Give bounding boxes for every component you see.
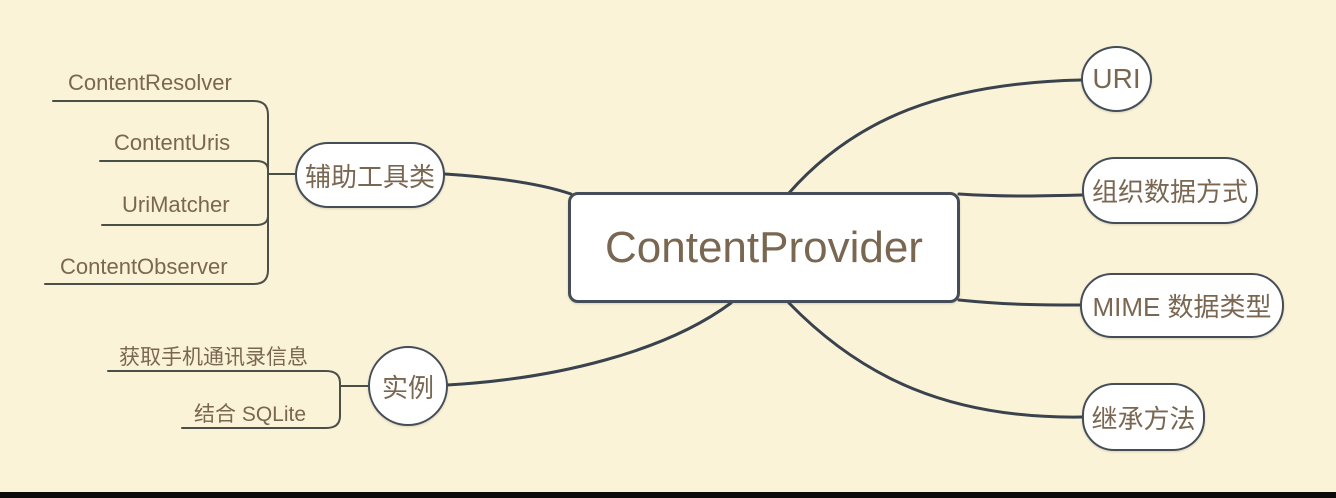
leaf-with-sqlite[interactable]: 结合 SQLite [194, 403, 307, 426]
branch-root-to-inherit [787, 301, 1084, 419]
twig-sqlite [181, 385, 341, 429]
branch-root-to-org [957, 192, 1084, 198]
twig-contenturis [99, 160, 269, 175]
branch-example-to-root [445, 301, 733, 387]
node-mime-type-label: MIME 数据类型 [1092, 292, 1272, 322]
twig-contentresolver [52, 100, 269, 175]
node-example[interactable]: 实例 [368, 346, 448, 426]
node-uri[interactable]: URI [1081, 46, 1152, 112]
node-example-label: 实例 [381, 372, 434, 403]
node-inherit-methods-label: 继承方法 [1091, 403, 1196, 434]
bottom-edge-bar [0, 492, 1336, 498]
twig-contacts [107, 370, 341, 387]
leaf-get-contacts[interactable]: 获取手机通讯录信息 [119, 346, 308, 369]
twig-contentobserver [44, 173, 269, 285]
node-helper-tools[interactable]: 辅助工具类 [295, 142, 445, 208]
leaf-contentresolver[interactable]: ContentResolver [68, 70, 232, 95]
node-helper-tools-label: 辅助工具类 [304, 161, 435, 192]
branch-root-to-uri [787, 78, 1083, 195]
node-organize-data-label: 组织数据方式 [1091, 177, 1248, 207]
branch-helper-to-root [443, 172, 573, 196]
branch-root-to-mime [957, 298, 1082, 307]
node-organize-data[interactable]: 组织数据方式 [1082, 157, 1258, 224]
node-inherit-methods[interactable]: 继承方法 [1082, 383, 1205, 451]
root-node-label: ContentProvider [605, 222, 923, 272]
leaf-contenturis[interactable]: ContentUris [114, 130, 231, 155]
leaf-contentobserver[interactable]: ContentObserver [60, 254, 228, 279]
node-uri-label: URI [1092, 63, 1141, 94]
root-node[interactable]: ContentProvider [568, 192, 960, 303]
leaf-urimatcher[interactable]: UriMatcher [122, 192, 230, 217]
node-mime-type[interactable]: MIME 数据类型 [1080, 273, 1284, 338]
